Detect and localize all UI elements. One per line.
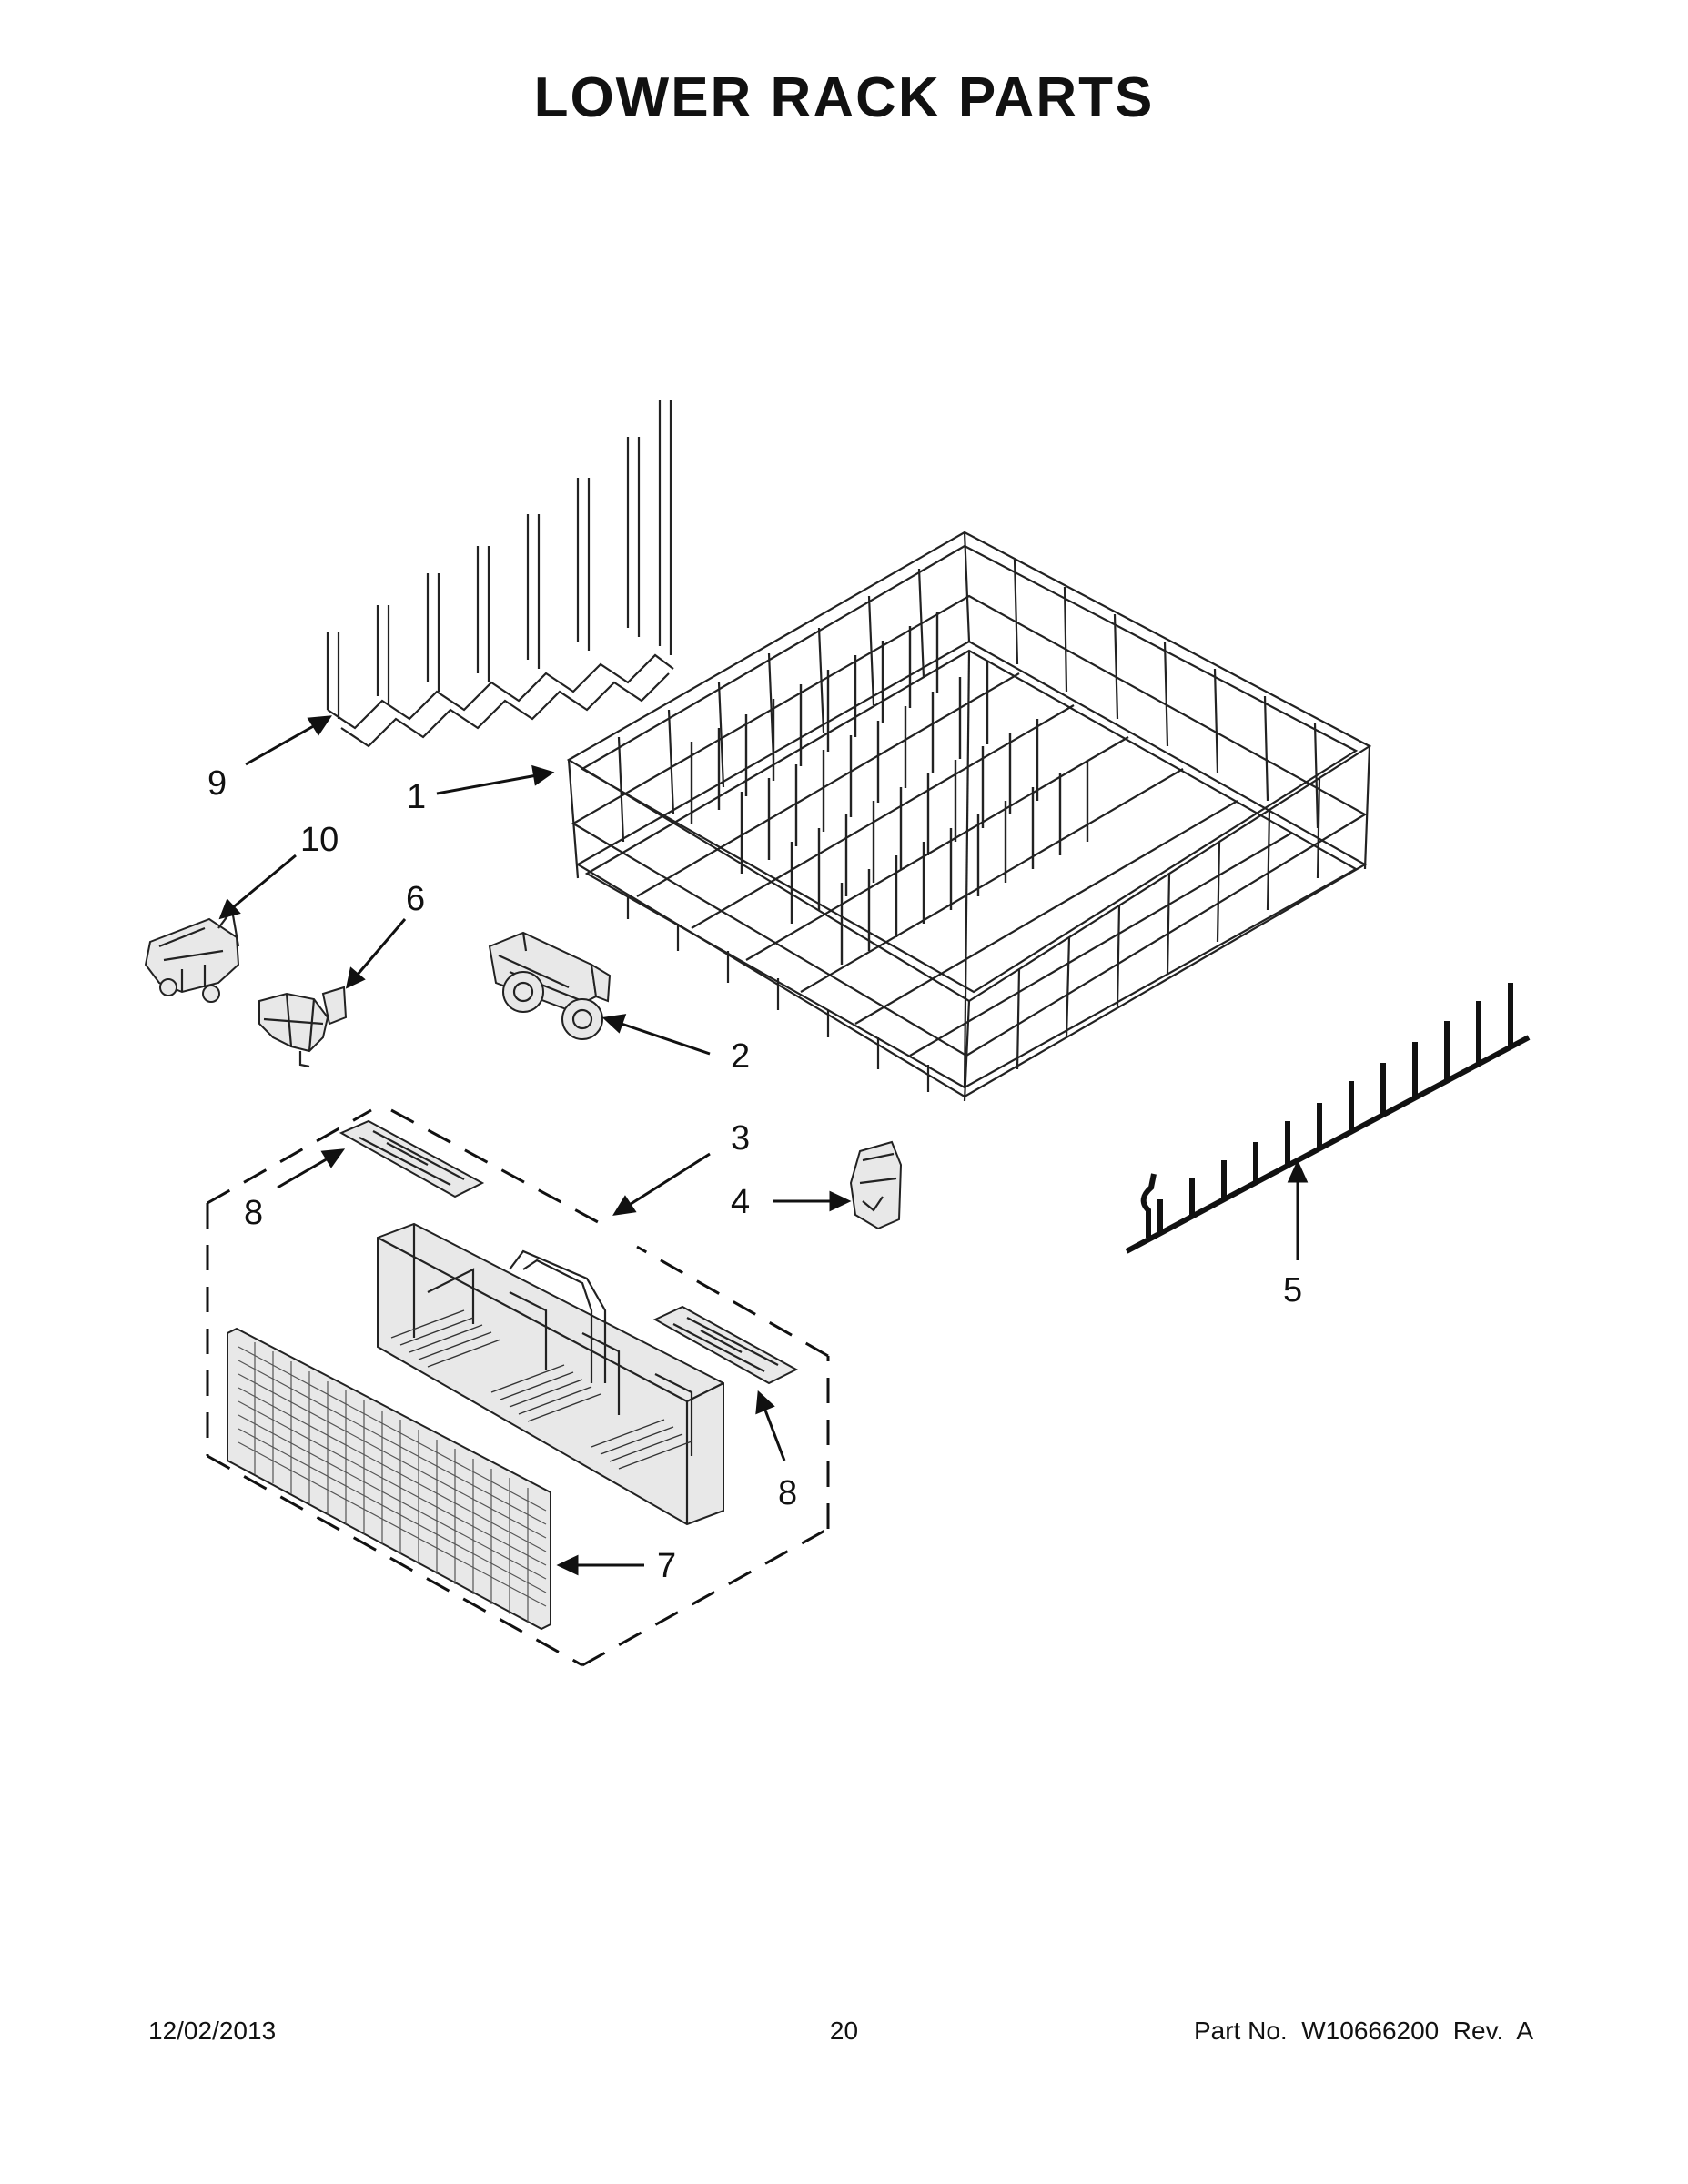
callout-9: 9	[207, 764, 227, 803]
callout-5: 5	[1283, 1271, 1302, 1309]
basket-cover-icon	[227, 1327, 551, 1631]
callout-10: 10	[300, 821, 339, 859]
lower-rack-basket-icon	[566, 531, 1372, 1102]
callout-4: 4	[731, 1183, 750, 1221]
clip-icon	[849, 1140, 903, 1230]
wheel-assembly-icon	[488, 931, 612, 1040]
basket-lid-icon	[339, 1119, 485, 1198]
bumper-clip-icon	[144, 907, 240, 1003]
tine-row-icon	[1125, 983, 1531, 1254]
callout-6: 6	[406, 880, 425, 918]
footer-page-number: 20	[829, 2017, 859, 2045]
footer-date: 12/02/2013	[148, 2017, 277, 2045]
wire-rack-insert-icon	[326, 400, 674, 748]
basket-lid-icon	[652, 1305, 799, 1385]
callout-3: 3	[731, 1119, 750, 1158]
callout-7: 7	[657, 1547, 676, 1585]
callout-8-right: 8	[778, 1474, 797, 1512]
footer-part-number: Part No. W10666200 Rev. A	[1193, 2017, 1533, 2045]
callout-1: 1	[407, 778, 426, 816]
callout-8-left: 8	[244, 1194, 263, 1232]
clip-icon	[258, 986, 348, 1068]
callout-2: 2	[731, 1037, 750, 1076]
silverware-basket-assembly-icon	[206, 1108, 830, 1667]
page-title: LOWER RACK PARTS	[533, 66, 1155, 129]
callout-leaders	[218, 715, 1309, 1576]
